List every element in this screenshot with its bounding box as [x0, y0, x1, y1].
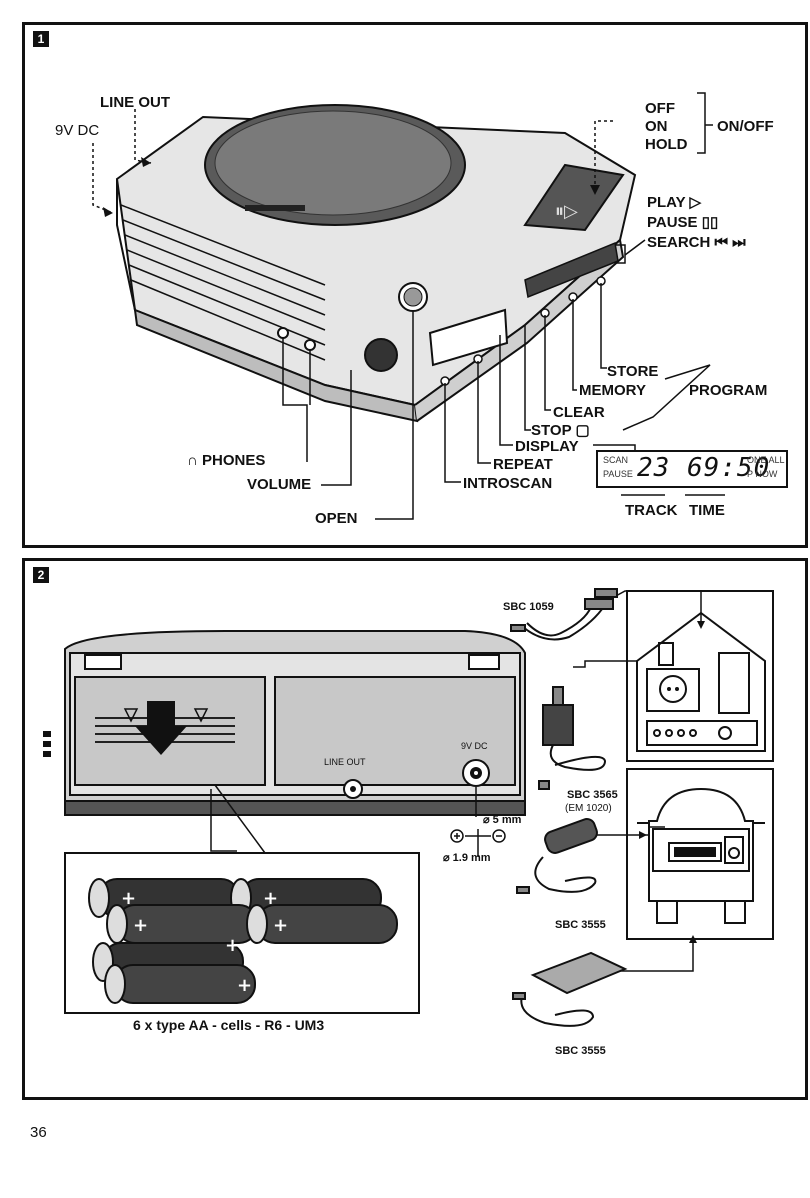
- figure-1-panel: 1 ⏸▷: [22, 22, 808, 548]
- svg-text:+: +: [133, 915, 148, 936]
- figure-number-badge: 2: [33, 567, 49, 583]
- diameter-1-9mm-label: ⌀ 1.9 mm: [443, 852, 491, 864]
- search-label: SEARCH ⏮ ⏭: [647, 234, 746, 251]
- hold-label: HOLD: [645, 136, 688, 153]
- svg-text:+: +: [273, 915, 288, 936]
- svg-text:+: +: [263, 888, 278, 909]
- sbc-3555-car-adapter-label: SBC 3555: [555, 919, 606, 931]
- introscan-label: INTROSCAN: [463, 475, 553, 492]
- sbc-3565-label: SBC 3565: [567, 789, 618, 801]
- repeat-label: REPEAT: [493, 456, 553, 473]
- line-out-label: LINE OUT: [100, 94, 170, 111]
- phones-text: PHONES: [202, 452, 266, 469]
- store-label: STORE: [607, 363, 659, 380]
- clear-label: CLEAR: [553, 404, 605, 421]
- time-label: TIME: [689, 502, 725, 519]
- lcd-scan-indicator: SCAN: [603, 455, 629, 465]
- svg-text:+: +: [237, 975, 252, 996]
- phones-label: ∩ PHONES: [187, 453, 265, 469]
- figure-2-panel: 2: [22, 558, 808, 1100]
- page-number: 36: [30, 1124, 47, 1141]
- on-label: ON: [645, 118, 668, 135]
- program-label: PROGRAM: [689, 382, 768, 399]
- display-label: DISPLAY: [515, 438, 579, 455]
- memory-label: MEMORY: [579, 382, 646, 399]
- figure-number-badge: 1: [33, 31, 49, 47]
- cd-player-top-illustration: ⏸▷: [92, 92, 788, 520]
- lcd-pause-indicator: PAUSE: [603, 469, 633, 479]
- line-out-jack-label: LINE OUT: [324, 757, 366, 767]
- open-label: OPEN: [315, 510, 358, 527]
- 9v-dc-label: 9V DC: [55, 122, 100, 139]
- play-label: PLAY ▷: [647, 194, 702, 211]
- lcd-repeat-indicator: ONE ALL: [747, 455, 785, 465]
- track-label: TRACK: [625, 502, 678, 519]
- svg-text:+: +: [121, 888, 136, 909]
- power-connections-illustration: + + + + + +: [43, 588, 774, 1027]
- sbc-1059-label: SBC 1059: [503, 601, 554, 613]
- svg-text:⏸▷: ⏸▷: [555, 201, 578, 222]
- em-1020-label: (EM 1020): [565, 803, 612, 814]
- svg-text:+: +: [225, 935, 240, 956]
- on-off-label: ON/OFF: [717, 118, 774, 135]
- diameter-5mm-label: ⌀ 5 mm: [483, 814, 522, 826]
- lcd-digits: 23 69:50: [637, 453, 771, 483]
- headphones-icon: ∩: [187, 452, 198, 469]
- off-label: OFF: [645, 100, 675, 117]
- stop-label: STOP ▢: [531, 422, 590, 439]
- pause-label: PAUSE ▯▯: [647, 214, 719, 231]
- 9v-dc-jack-label: 9V DC: [461, 741, 488, 751]
- lcd-program-indicator: P NOW: [747, 469, 778, 479]
- battery-caption: 6 x type AA - cells - R6 - UM3: [133, 1017, 325, 1033]
- sbc-3555-cassette-label: SBC 3555: [555, 1045, 606, 1057]
- volume-label: VOLUME: [247, 476, 312, 493]
